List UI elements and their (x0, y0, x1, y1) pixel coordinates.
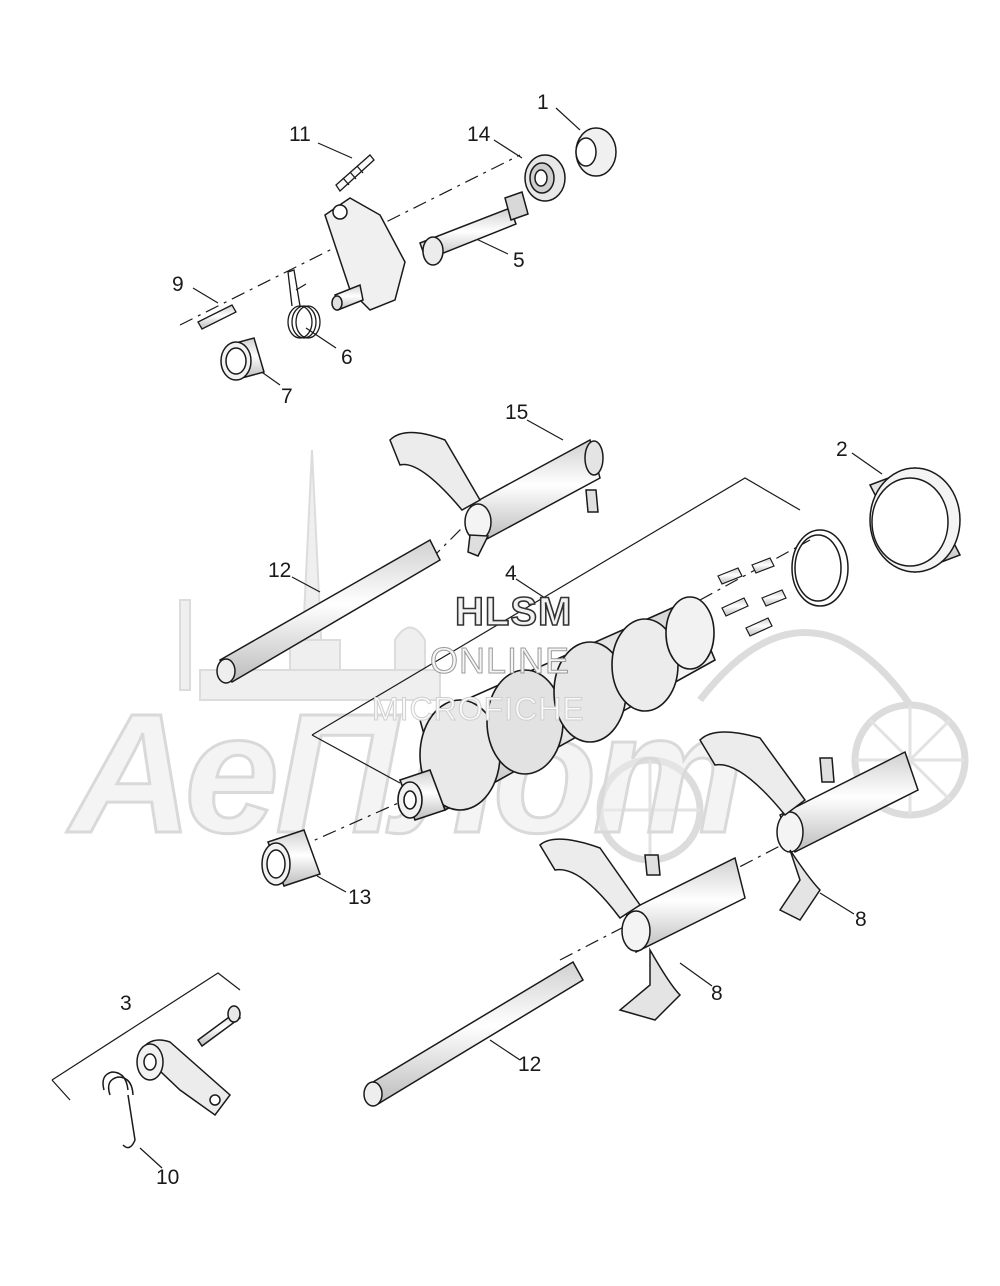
callout-label: 4 (505, 562, 517, 585)
bearing-part (524, 154, 566, 202)
bushing-part (220, 337, 265, 381)
pin-part (197, 304, 237, 330)
watermark-brand-text: АеПлот (69, 678, 746, 871)
callout-label: 9 (172, 273, 184, 296)
callout-label: 14 (467, 123, 491, 146)
callout-label: 11 (289, 123, 311, 146)
callout-label: 12 (518, 1053, 542, 1076)
watermark-text-microfiche: MICROFICHE (372, 691, 585, 728)
shift-fork-top-part (389, 431, 604, 557)
callout-label: 2 (836, 438, 848, 461)
callout-label: 1 (537, 91, 549, 114)
callout-label: 6 (341, 346, 353, 369)
small-spring-part (335, 154, 375, 192)
callout-label: 12 (268, 559, 292, 582)
dowel-pins-part (717, 557, 787, 637)
fork-shaft-lower-part (363, 960, 585, 1107)
callout-label: 13 (348, 886, 372, 909)
callout-label: 15 (505, 401, 529, 424)
shift-fork-center-part (539, 838, 746, 1021)
shifter-shaft-part (324, 191, 529, 312)
callout-label: 5 (513, 249, 525, 272)
drum-bearing-part (791, 467, 962, 607)
callout-label: 3 (120, 992, 132, 1015)
drum-bushing-part (261, 829, 321, 887)
callout-label: 7 (281, 385, 293, 408)
fork-shaft-upper-part (216, 538, 441, 684)
callout-label: 8 (711, 982, 723, 1005)
watermark-text-online: ONLINE (429, 640, 571, 682)
callout-label: 8 (855, 908, 867, 931)
callout-label: 10 (156, 1166, 180, 1189)
watermark-text-hlsm: HLSM (454, 589, 573, 635)
shift-drum-part (397, 596, 717, 822)
washer-part (575, 127, 617, 177)
shift-fork-right-part (699, 731, 919, 921)
shift-arm-assembly-part (102, 1005, 242, 1149)
torsion-spring-part (287, 269, 321, 339)
